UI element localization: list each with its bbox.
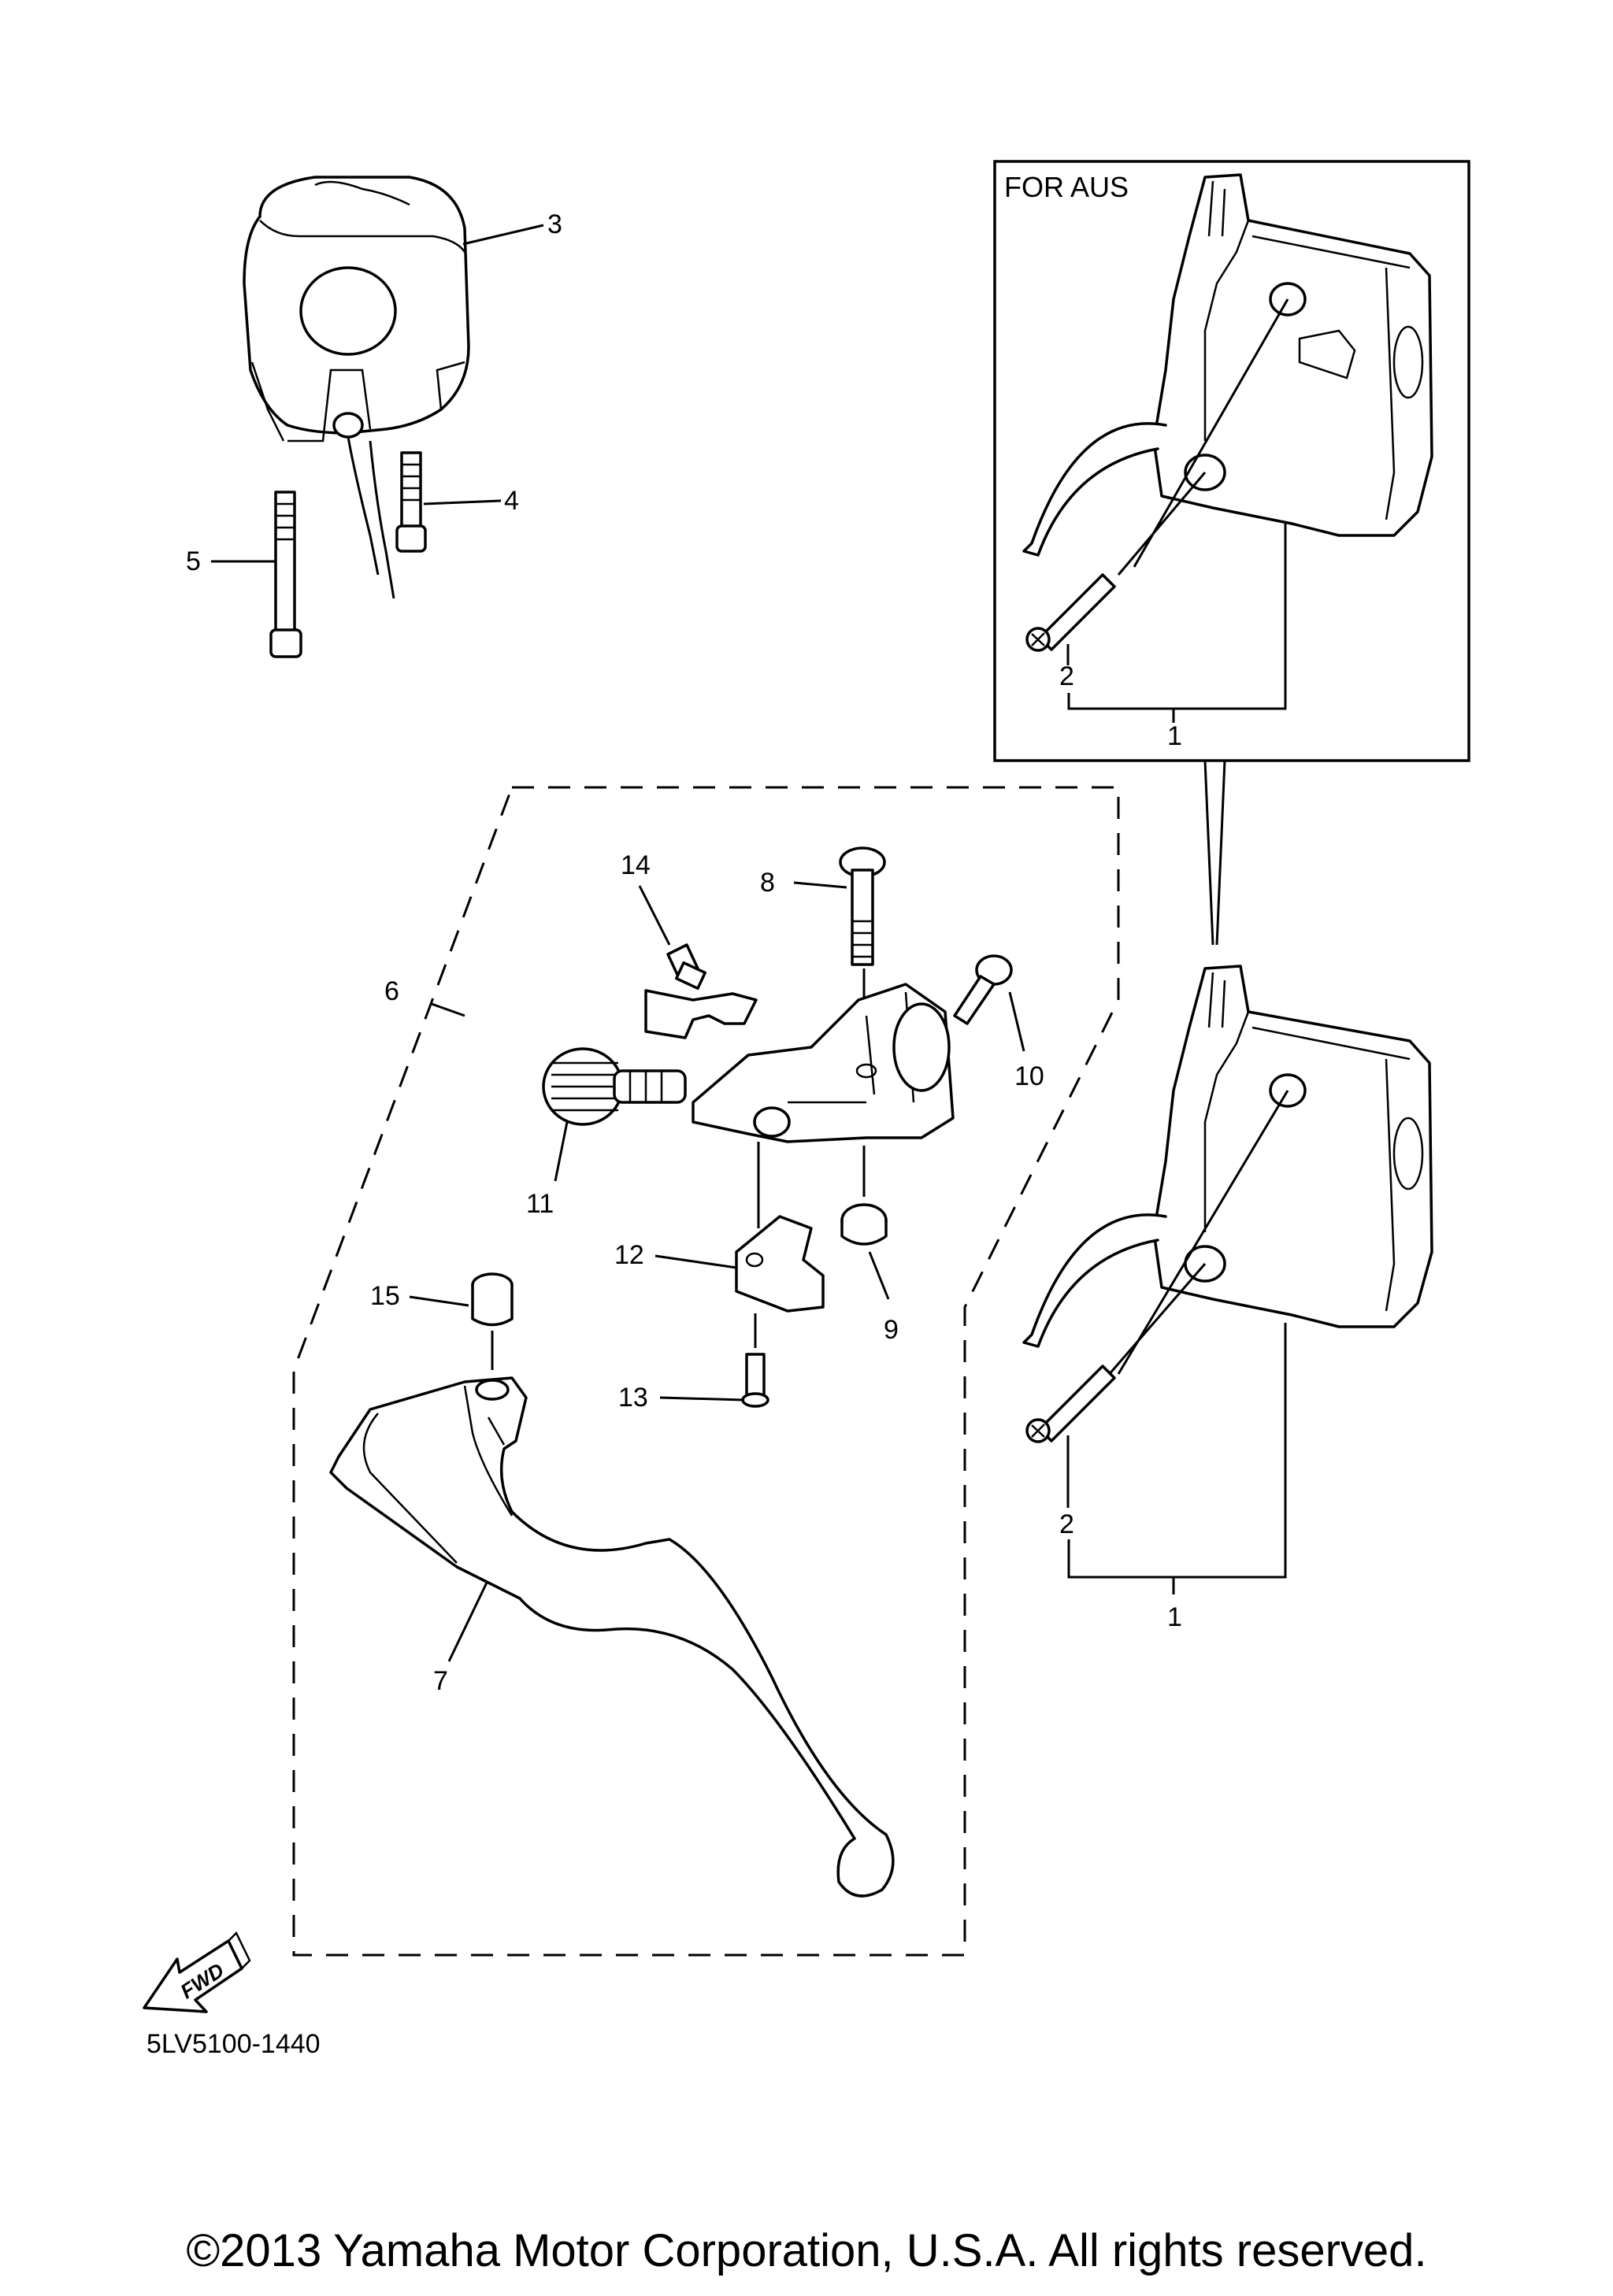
adjuster-11 (542, 1047, 687, 1126)
callout-2-main: 2 (1059, 1509, 1074, 1539)
handlebar-switch-aus (1022, 173, 1433, 710)
collar-15 (471, 1272, 514, 1327)
callout-14: 14 (621, 850, 651, 880)
callout-11: 11 (526, 1189, 554, 1219)
callout-8: 8 (760, 868, 775, 898)
screw-10 (953, 954, 1013, 1025)
inset-label: FOR AUS (1004, 171, 1129, 203)
callout-10: 10 (1014, 1061, 1044, 1091)
lever-holder (692, 983, 955, 1143)
bracket (644, 989, 758, 1039)
clutch-lever-7 (329, 1376, 895, 1898)
switch-12 (735, 1215, 825, 1313)
group-6-outline (292, 786, 1120, 1957)
callout-6: 6 (384, 976, 399, 1006)
callout-1-main: 1 (1167, 1602, 1182, 1632)
callout-13: 13 (618, 1383, 648, 1413)
callout-15: 15 (370, 1281, 400, 1311)
diagram-code: 5LV5100-1440 (146, 2029, 321, 2059)
callout-3: 3 (547, 209, 562, 239)
bolt-8 (839, 846, 886, 966)
callout-7: 7 (433, 1666, 448, 1696)
screw-5 (269, 491, 302, 658)
callout-9: 9 (884, 1315, 899, 1345)
callout-4: 4 (504, 486, 519, 516)
screw-4 (395, 451, 427, 553)
callout-5: 5 (186, 546, 201, 576)
nut-9 (840, 1203, 888, 1246)
handlebar-switch-left (243, 176, 470, 599)
inset-box (993, 160, 1470, 762)
handlebar-switch-main (1022, 965, 1433, 1579)
callout-12: 12 (614, 1240, 644, 1270)
fwd-arrow-icon: FWD (143, 1931, 251, 2013)
screw-13 (741, 1353, 769, 1408)
callout-2-aus: 2 (1059, 661, 1074, 691)
copyright-notice: ©2013 Yamaha Motor Corporation, U.S.A. A… (186, 2225, 1426, 2276)
screw-14 (666, 943, 706, 991)
callout-1-aus: 1 (1167, 721, 1182, 751)
